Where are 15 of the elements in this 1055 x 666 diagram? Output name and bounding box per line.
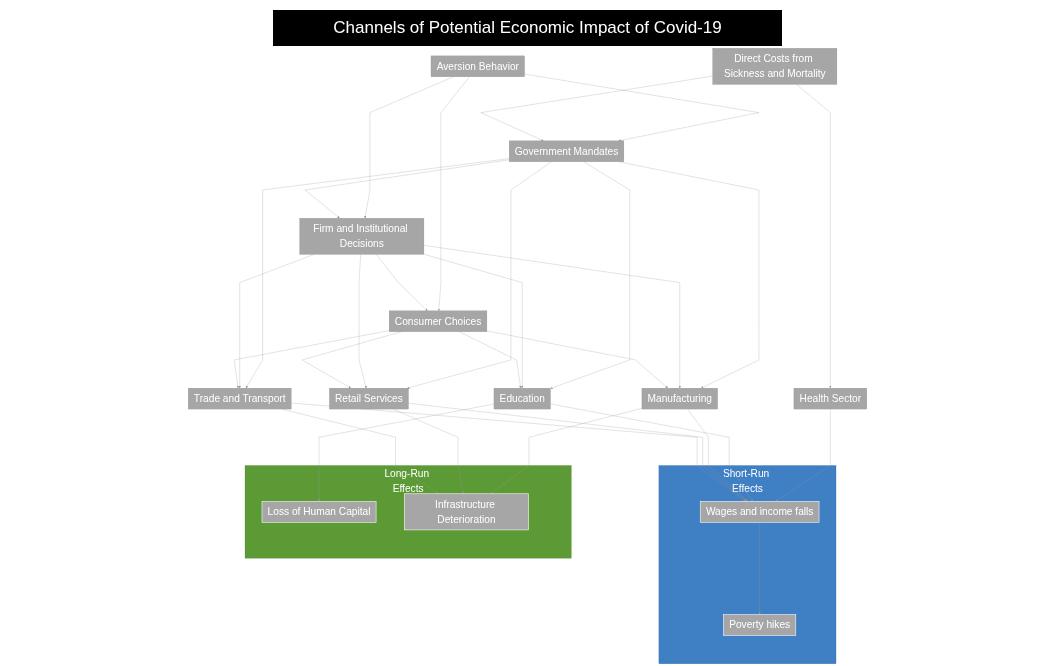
node-box: Manufacturing xyxy=(641,388,718,410)
node-box: Loss of Human Capital xyxy=(261,501,377,523)
node-box: Direct Costs from Sickness and Mortality xyxy=(712,48,838,85)
node-box: Retail Services xyxy=(329,388,409,410)
title-banner: Channels of Potential Economic Impact of Covid-19 xyxy=(273,10,782,46)
node-box: Poverty hikes xyxy=(723,614,797,636)
node-box: Education xyxy=(493,388,551,410)
node-box: Aversion Behavior xyxy=(430,55,525,77)
node-box: Wages and income falls xyxy=(699,501,820,523)
node-box: Infrastructure Deterioration xyxy=(404,493,529,531)
node-box: Trade and Transport xyxy=(188,388,292,410)
node-box: Health Sector xyxy=(793,388,867,410)
node-box: Firm and Institutional Decisions xyxy=(299,218,425,255)
node-box: Consumer Choices xyxy=(389,310,488,332)
node-box: Government Mandates xyxy=(509,140,625,162)
